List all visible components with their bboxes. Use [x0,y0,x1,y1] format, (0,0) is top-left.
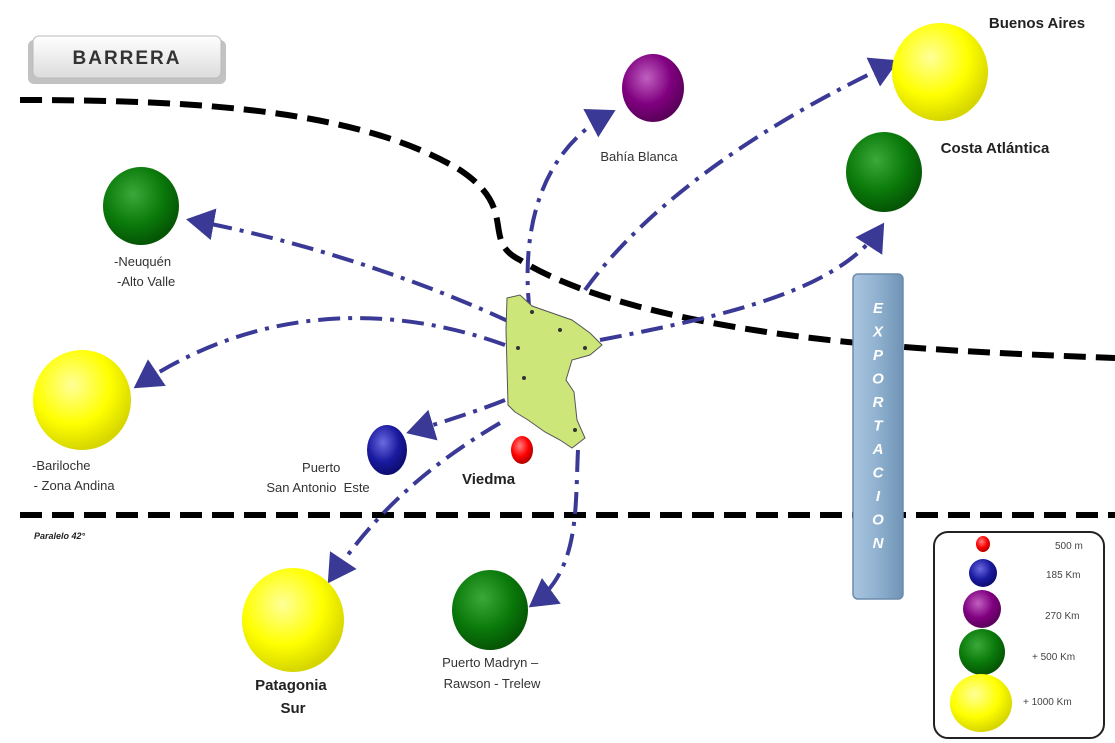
export-letter: I [876,488,881,505]
export-letter: X [872,324,884,341]
arrow-to-buenos-aires [583,57,899,292]
barrera-box: BARRERA [28,35,226,84]
bahia-blanca-circle [622,54,684,122]
patagonia-sur-circle [242,568,344,672]
legend-swatch-500km [959,629,1005,675]
buenos-aires-circle [892,23,988,121]
costa-atlantica-label: Costa Atlántica [941,140,1050,157]
legend: 500 m 185 Km 270 Km + 500 Km + 1000 Km [933,531,1105,739]
arrow-to-bariloche [133,316,506,389]
barrera-label: BARRERA [73,48,182,69]
puerto-san-antonio-label: Puerto San Antonio Este [266,460,369,495]
arrow-to-puerto-madryn [528,449,580,608]
buenos-aires-label: Buenos Aires [989,15,1085,32]
export-letter: C [873,465,885,482]
export-letter: P [873,347,884,364]
viedma-marker [511,436,533,464]
puerto-san-antonio-circle [367,425,407,475]
legend-label-500m: 500 m [1055,541,1083,552]
legend-swatch-500m [976,536,990,552]
legend-label-500km: + 500 Km [1032,652,1075,663]
bariloche-circle [33,350,131,450]
export-letter: O [872,371,884,388]
bariloche-label: -Bariloche - Zona Andina [30,458,115,493]
legend-label-1000km: + 1000 Km [1023,697,1072,708]
puerto-madryn-label: Puerto Madryn – Rawson - Trelew [442,655,542,691]
export-letter: A [872,441,884,458]
arrow-to-costa-atlantica [599,222,885,342]
export-letter: T [873,418,884,435]
parallel-42-label: Paralelo 42° [34,531,86,541]
arrow-to-neuquen [186,208,511,324]
export-letter: N [873,535,885,552]
puerto-madryn-circle [452,570,528,650]
neuquen-label: -Neuquén -Alto Valle [114,254,175,289]
legend-swatch-270km [963,590,1001,628]
costa-atlantica-circle [846,132,922,212]
legend-swatch-185km [969,559,997,587]
export-letter: O [872,512,884,529]
neuquen-circle [103,167,179,245]
arrow-to-bahia-blanca [525,109,616,316]
legend-label-185km: 185 Km [1046,570,1080,581]
arrow-to-puerto-san-antonio [406,398,506,441]
arrow-to-patagonia-sur [327,421,502,584]
viedma-label: Viedma [462,471,516,488]
legend-label-270km: 270 Km [1045,611,1079,622]
export-letter: R [873,394,884,411]
bahia-blanca-label: Bahía Blanca [600,149,678,164]
rio-negro-province [505,294,603,449]
legend-swatch-1000km [950,674,1012,732]
barrier-line [19,97,1115,361]
export-letter: E [873,300,884,317]
patagonia-sur-label: Patagonia Sur [255,677,331,717]
